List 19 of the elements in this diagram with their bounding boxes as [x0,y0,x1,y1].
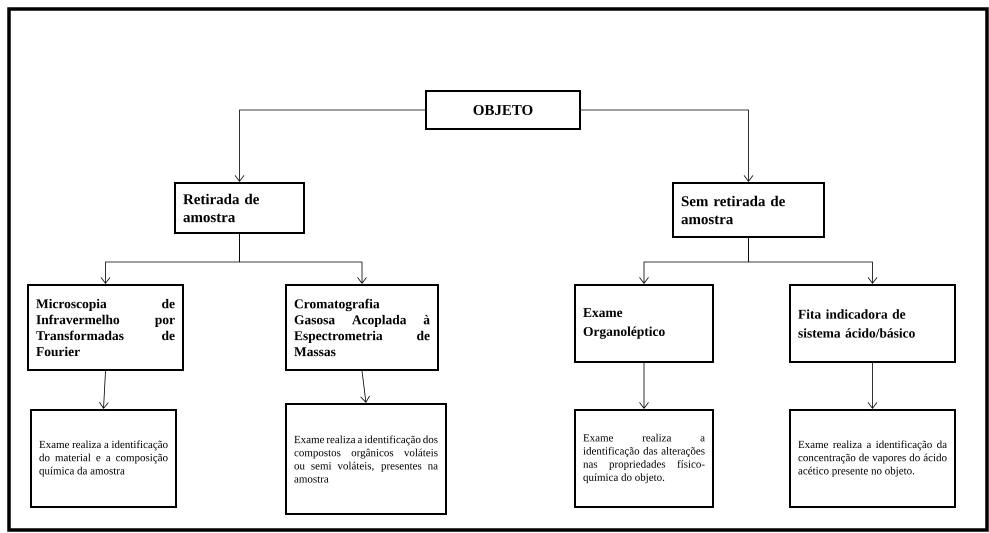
description-box: Exame realiza a identificação das alterações nas propriedades físico-química do objeto. [574,409,714,508]
category-box: Retirada de amostra [174,182,305,234]
arrow [234,110,426,182]
arrow [639,362,649,409]
description-box: Exame realiza a identificação da concentração de vapores do ácido acético presente no objeto. [789,409,956,508]
method-box: Microscopia de Infravermelho por Transformadas de Fourier [27,284,184,371]
arrow [748,238,878,284]
arrow [98,370,109,409]
description-box: Exame realiza a identificação do material e a composição química da amostra [30,409,177,508]
arrow [360,370,370,403]
arrow [239,234,367,284]
method-box: Cromatografia Gasosa Acoplada à Espectrometria de Massas [285,284,439,371]
method-box: Exame Organoléptico [574,284,714,363]
method-box: Fita indicadora de sistema ácido/básico [789,284,956,363]
category-box: Sem retirada de amostra [672,182,825,238]
arrow [868,362,878,409]
root-box: OBJETO [425,90,581,130]
description-box: Exame realiza a identificação dos compostos orgânicos voláteis ou semi voláteis, presentes na amostra [285,403,447,515]
arrow [580,110,754,182]
